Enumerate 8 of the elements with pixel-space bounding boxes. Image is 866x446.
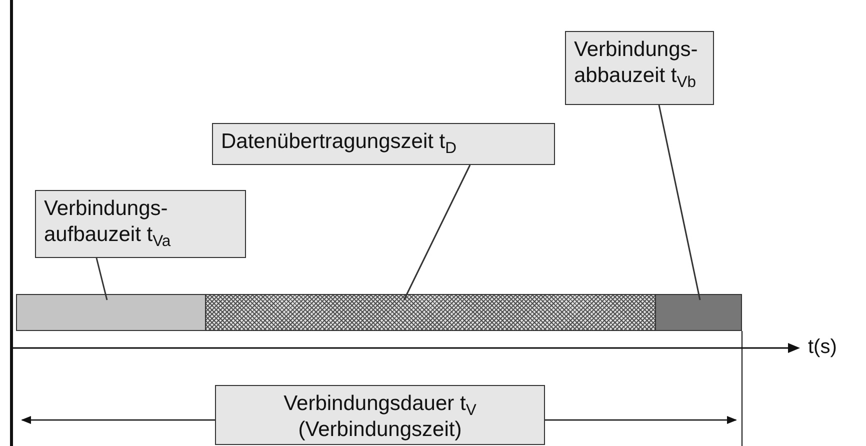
axis-label: t(s): [808, 336, 837, 359]
time-bar: [16, 294, 206, 331]
hatched-time-bar: [205, 294, 656, 331]
time-bar: [655, 294, 742, 331]
callout-box: Verbindungs- aufbauzeit t$_{Va}$: [35, 190, 246, 258]
callout-box: Verbindungsdauer t$_{V}$ (Verbindungszeit): [215, 385, 545, 445]
callout-box: Verbindungs- abbauzeit t$_{Vb}$: [565, 31, 714, 105]
callout-box: Datenübertragungszeit t$_{D}$: [212, 123, 555, 165]
